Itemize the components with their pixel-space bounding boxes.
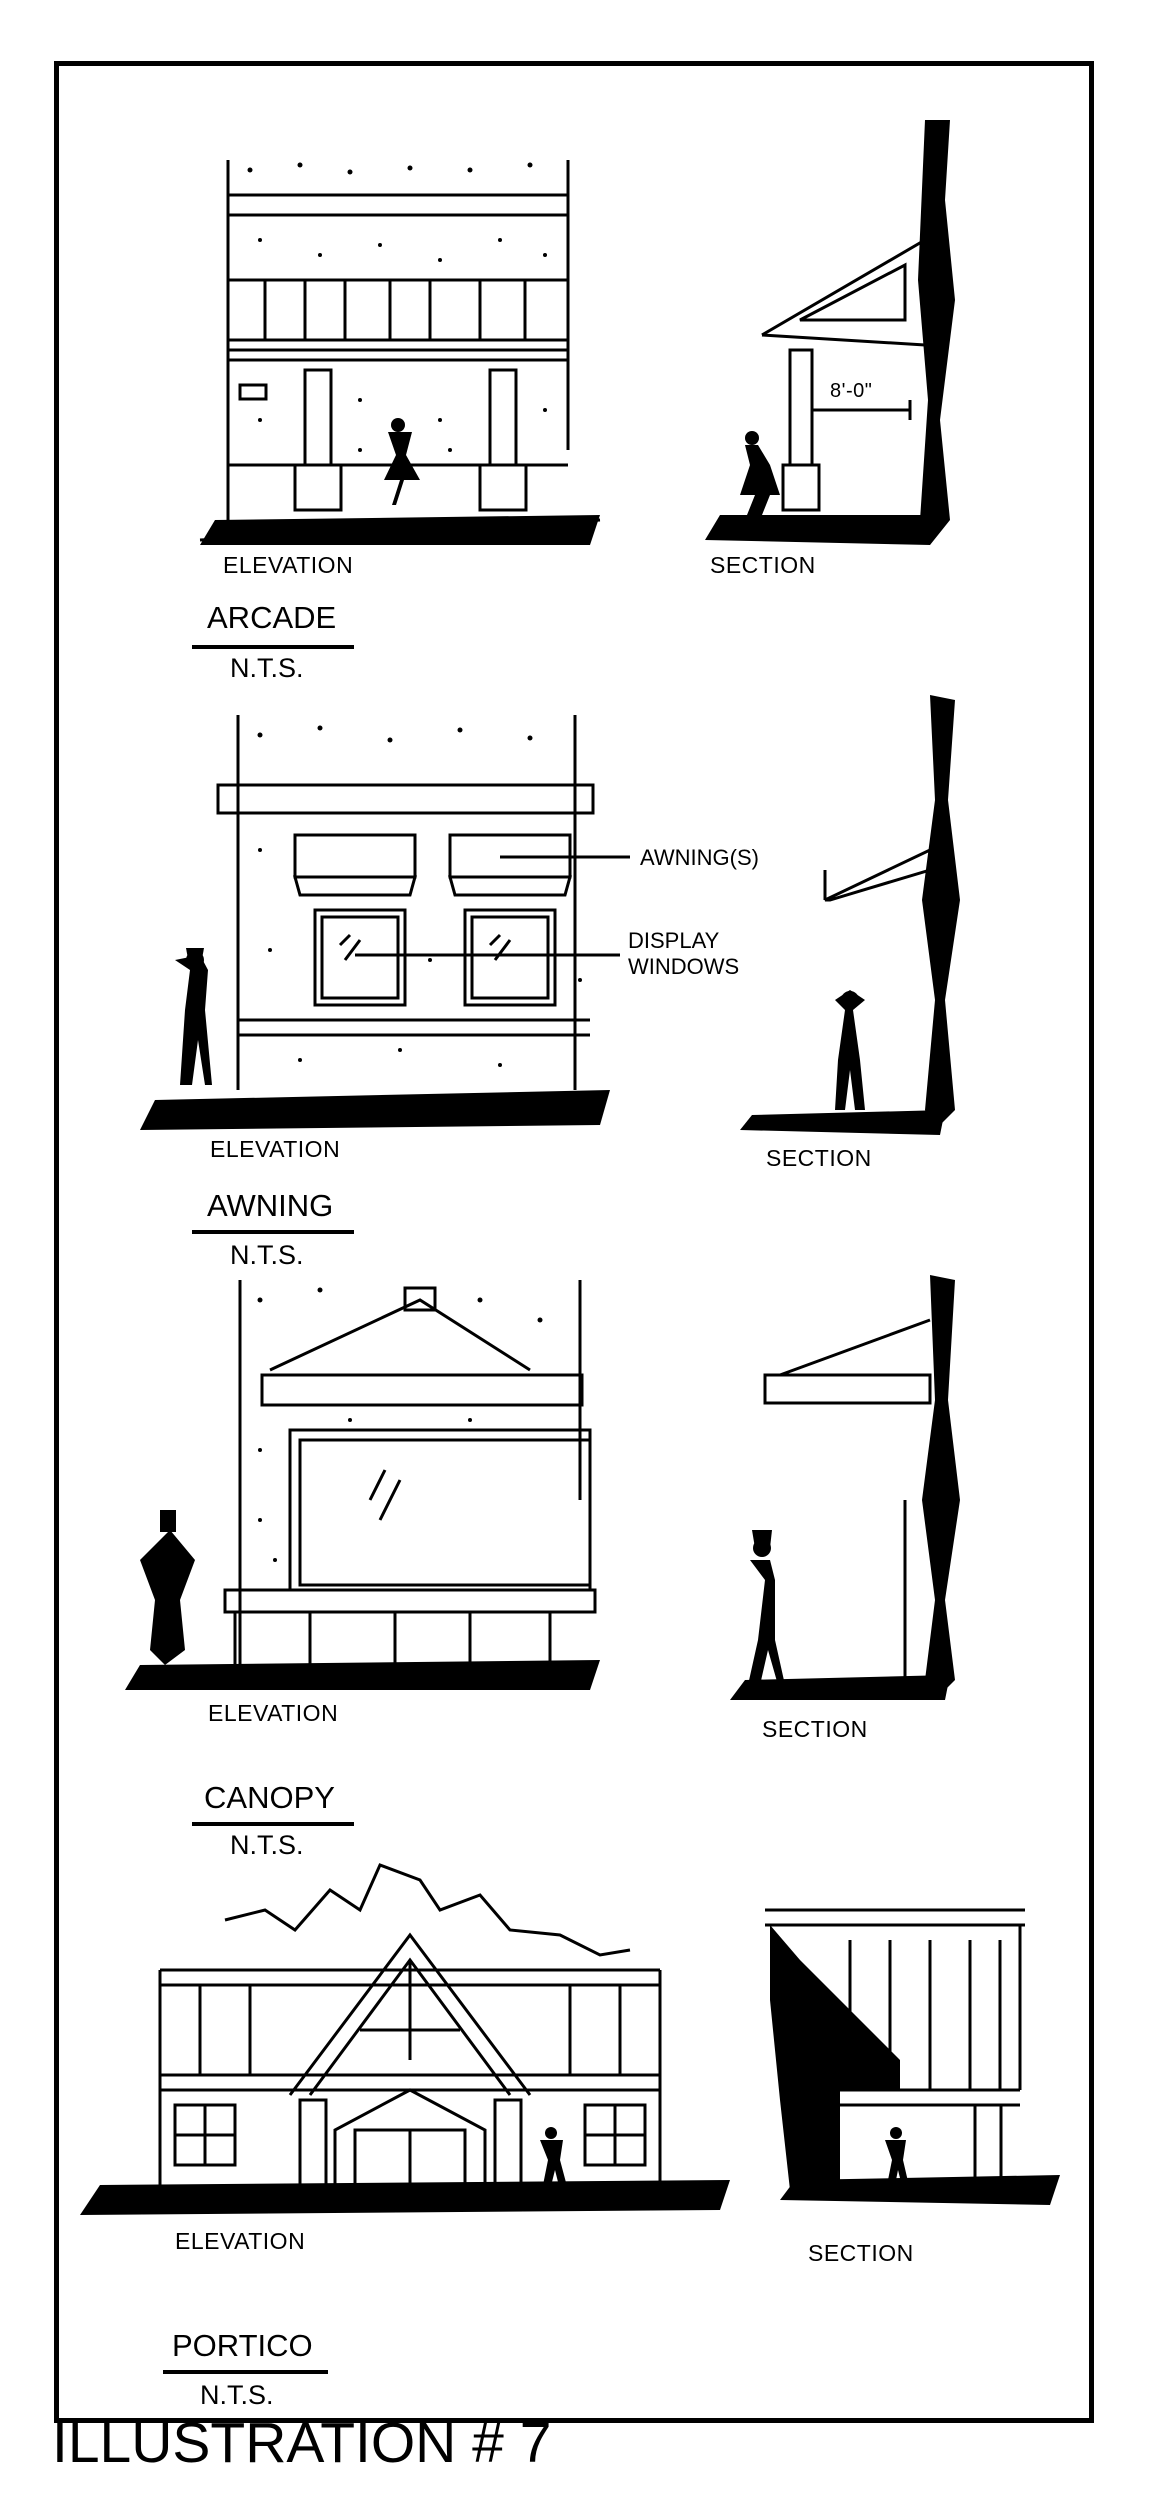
awning-callout: AWNING(S) — [640, 845, 759, 870]
awning-title: AWNING — [207, 1188, 334, 1223]
portico-title: PORTICO — [172, 2328, 313, 2363]
portico-elevation-label: ELEVATION — [175, 2228, 306, 2254]
portico-scale: N.T.S. — [200, 2380, 274, 2410]
arcade-dimension-label: 8'-0" — [830, 380, 873, 402]
illustration-frame — [54, 61, 1094, 2423]
portico-title-rule — [163, 2370, 328, 2374]
illustration-caption: ILLUSTRATION # 7 — [52, 2411, 552, 2475]
portico-section-label: SECTION — [808, 2240, 914, 2266]
awning-elevation-label: ELEVATION — [210, 1136, 341, 1162]
awning-scale: N.T.S. — [230, 1240, 304, 1270]
canopy-elevation-label: ELEVATION — [208, 1700, 339, 1726]
awning-section-label: SECTION — [766, 1145, 872, 1171]
canopy-section-label: SECTION — [762, 1716, 868, 1742]
arcade-title: ARCADE — [207, 600, 337, 635]
display-callout-line1: DISPLAY — [628, 928, 720, 953]
awning-title-rule — [192, 1230, 354, 1234]
arcade-title-rule — [192, 645, 354, 649]
canopy-title-rule — [192, 1822, 354, 1826]
canopy-scale: N.T.S. — [230, 1830, 304, 1860]
arcade-section-label: SECTION — [710, 552, 816, 578]
canopy-title: CANOPY — [204, 1780, 335, 1815]
arcade-scale: N.T.S. — [230, 653, 304, 683]
display-callout-line2: WINDOWS — [628, 954, 740, 979]
arcade-elevation-label: ELEVATION — [223, 552, 354, 578]
